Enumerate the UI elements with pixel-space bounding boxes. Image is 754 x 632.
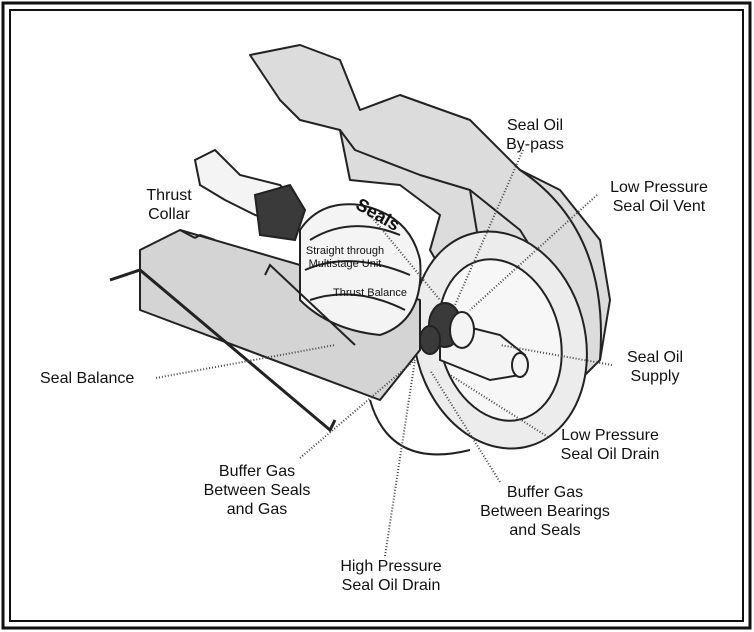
label-low-pressure-seal-oil-vent: Low Pressure Seal Oil Vent (610, 179, 708, 215)
balance-pipe-upper (194, 233, 216, 241)
label-seal-oil-bypass: Seal Oil By-pass (506, 117, 564, 153)
rotor-impellers (299, 203, 422, 337)
label-thrust-collar: Thrust Collar (146, 187, 192, 223)
leader-buffer-gas-seals (299, 359, 416, 459)
leader-seal-oil-supply (499, 344, 613, 366)
leader-seals (369, 214, 441, 301)
label-buffer-gas-between-seals-and-gas: Buffer Gas Between Seals and Gas (203, 463, 311, 518)
seal-balance-pipe (109, 268, 337, 433)
leader-high-pressure-drain (384, 359, 416, 557)
seal-rings (419, 302, 475, 355)
thrust-balance-pipe (264, 263, 356, 346)
leader-lines (155, 149, 613, 557)
leader-seal-oil-bypass (454, 149, 524, 306)
label-seal-balance: Seal Balance (40, 370, 135, 387)
leader-seal-balance (155, 344, 336, 379)
thrust-collar-band (253, 183, 307, 242)
label-low-pressure-seal-oil-drain: Low Pressure Seal Oil Drain (560, 427, 660, 463)
label-thrust-balance: Thrust Balance (333, 287, 407, 299)
leader-buffer-gas-bearings (429, 369, 501, 483)
label-high-pressure-seal-oil-drain: High Pressure Seal Oil Drain (340, 558, 442, 594)
label-seal-oil-supply: Seal Oil Supply (626, 349, 684, 385)
inner-frame (9, 9, 744, 622)
label-buffer-gas-between-bearings-and-seals: Buffer Gas Between Bearings and Seals (480, 484, 610, 539)
lower-housing (139, 229, 421, 401)
leader-low-pressure-drain (449, 374, 549, 438)
label-straight-through-multistage-unit: Straight through Multistage Unit (305, 245, 385, 270)
